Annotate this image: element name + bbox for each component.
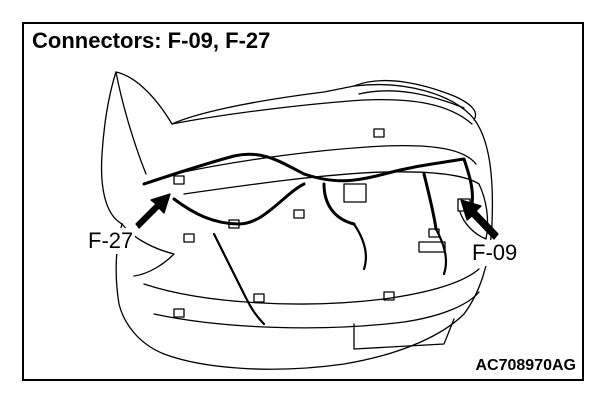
diagram-frame: Connectors: F-09, F-27 F-27 F-09 AC70897… xyxy=(22,22,584,381)
car-rear-wiring-illustration xyxy=(100,71,499,370)
trunk-lid xyxy=(171,99,480,195)
rear-bumper xyxy=(143,268,480,350)
car-body-outline xyxy=(115,71,494,370)
connector xyxy=(343,183,367,203)
tail-light-right xyxy=(459,183,489,240)
connector xyxy=(293,209,305,219)
connector xyxy=(418,241,446,253)
wiring-harness xyxy=(142,152,474,231)
figure-code: AC708970AG xyxy=(475,357,577,374)
f09-arrow xyxy=(460,199,499,240)
rear-window xyxy=(100,71,147,225)
connector xyxy=(228,219,240,229)
spoiler xyxy=(353,80,477,121)
callout-f27-label: F-27 xyxy=(86,228,136,254)
connector xyxy=(173,308,185,318)
connector xyxy=(173,175,185,185)
connector xyxy=(428,228,440,238)
diagram-title: Connectors: F-09, F-27 xyxy=(32,28,271,53)
f27-arrow xyxy=(135,193,171,229)
callout-f09-label: F-09 xyxy=(470,240,520,266)
connector xyxy=(253,293,265,303)
connector xyxy=(373,128,385,138)
wiring-branch xyxy=(212,222,448,326)
connector xyxy=(383,291,395,301)
connector xyxy=(183,233,195,243)
